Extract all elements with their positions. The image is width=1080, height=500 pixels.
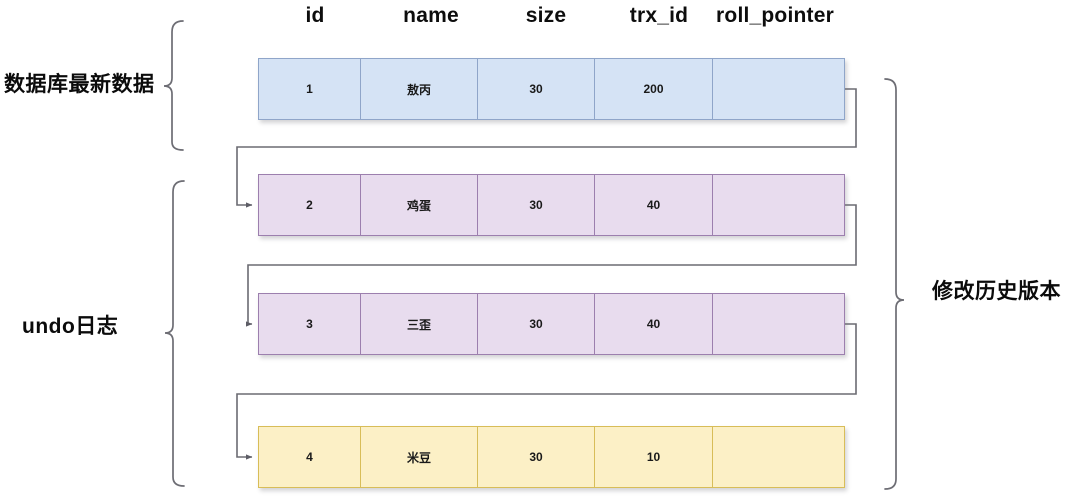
table-row: 2 鸡蛋 30 40 [258, 174, 845, 236]
row-cell-id: 4 [258, 426, 360, 488]
row-cell-roll-pointer [712, 293, 845, 355]
row-cell-id: 3 [258, 293, 360, 355]
label-undo-log: undo日志 [22, 315, 119, 338]
row-cell-trx-id: 200 [594, 58, 712, 120]
row-cell-roll-pointer [712, 58, 845, 120]
label-history-versions: 修改历史版本 [932, 280, 1061, 303]
row-cell-trx-id: 40 [594, 174, 712, 236]
history-versions-brace [884, 78, 905, 490]
table-row: 3 三歪 30 40 [258, 293, 845, 355]
label-latest-data: 数据库最新数据 [4, 73, 155, 96]
row-cell-id: 1 [258, 58, 360, 120]
column-header-trx-id: trx_id [629, 4, 689, 27]
latest-data-brace [163, 20, 184, 151]
column-header-size: size [525, 4, 567, 27]
column-header-roll-pointer: roll_pointer [716, 4, 834, 27]
row-cell-size: 30 [477, 58, 594, 120]
row-cell-name: 三歪 [360, 293, 477, 355]
row-cell-size: 30 [477, 426, 594, 488]
column-header-name: name [403, 4, 459, 27]
row-cell-roll-pointer [712, 174, 845, 236]
table-row: 4 米豆 30 10 [258, 426, 845, 488]
row-cell-roll-pointer [712, 426, 845, 488]
row-cell-trx-id: 10 [594, 426, 712, 488]
row-cell-name: 米豆 [360, 426, 477, 488]
row-cell-size: 30 [477, 293, 594, 355]
row-cell-name: 鸡蛋 [360, 174, 477, 236]
table-row: 1 敖丙 30 200 [258, 58, 845, 120]
row-cell-size: 30 [477, 174, 594, 236]
row-cell-trx-id: 40 [594, 293, 712, 355]
row-cell-name: 敖丙 [360, 58, 477, 120]
undo-log-brace [164, 180, 185, 487]
column-header-id: id [305, 4, 325, 27]
row-cell-id: 2 [258, 174, 360, 236]
